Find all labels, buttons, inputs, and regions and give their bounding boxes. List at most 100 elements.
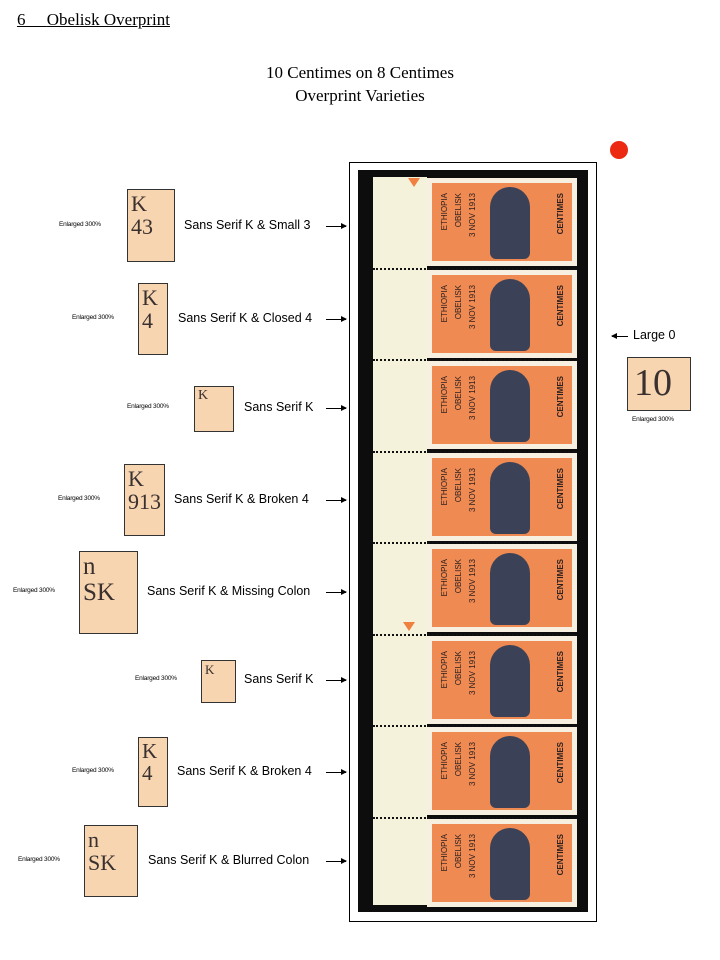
stamp-overprint-date: 3 NOV 1913 xyxy=(468,376,477,421)
variety-enlarged-note: Enlarged 300% xyxy=(72,767,114,774)
stamp-overprint-date: 3 NOV 1913 xyxy=(468,284,477,329)
stamp-value: CENTIMES xyxy=(556,376,565,418)
variety-arrow xyxy=(326,405,347,411)
stamp-portrait xyxy=(490,553,530,625)
perforation-row xyxy=(373,267,577,270)
stamp-overprint-text: OBELISK xyxy=(454,650,463,685)
variety-thumbnail: K 43 xyxy=(127,189,175,262)
perforation-row xyxy=(373,816,577,819)
stamp-value: CENTIMES xyxy=(556,559,565,601)
variety-thumb-text: n SK xyxy=(83,553,115,607)
stamp-design: OBELISK 3 NOV 1913 ETHIOPIA CENTIMES xyxy=(432,366,572,444)
large-0-arrow xyxy=(611,333,628,339)
stamp-country: ETHIOPIA xyxy=(440,284,449,322)
stamp-overprint-text: OBELISK xyxy=(454,559,463,594)
variety-arrow xyxy=(326,769,347,775)
stamp-value: CENTIMES xyxy=(556,284,565,326)
variety-arrow xyxy=(326,223,347,229)
variety-thumbnail: K 913 xyxy=(124,464,165,536)
variety-label: Sans Serif K xyxy=(244,672,314,686)
variety-arrow xyxy=(326,589,347,595)
variety-arrow xyxy=(326,858,347,864)
perforation-row xyxy=(373,542,577,544)
perforation-row xyxy=(373,450,577,453)
variety-enlarged-note: Enlarged 300% xyxy=(58,495,100,502)
variety-thumbnail: K 4 xyxy=(138,737,168,807)
stamp: OBELISK 3 NOV 1913 ETHIOPIA CENTIMES xyxy=(427,361,577,449)
stamp-overprint-text: OBELISK xyxy=(454,742,463,777)
stamp-design: OBELISK 3 NOV 1913 ETHIOPIA CENTIMES xyxy=(432,457,572,536)
stamp-portrait xyxy=(490,827,530,900)
variety-thumb-text: K 913 xyxy=(128,466,161,515)
title-line-2: Overprint Varieties xyxy=(295,86,425,105)
stamp-portrait xyxy=(490,370,530,442)
variety-label: Sans Serif K & Blurred Colon xyxy=(148,853,310,867)
variety-label: Sans Serif K & Broken 4 xyxy=(177,764,312,778)
stamp: OBELISK 3 NOV 1913 ETHIOPIA CENTIMES xyxy=(427,269,577,358)
variety-thumb-text: n SK xyxy=(88,827,117,876)
stamp-overprint-text: OBELISK xyxy=(454,376,463,411)
stamp-portrait xyxy=(490,461,530,534)
variety-arrow xyxy=(326,316,347,322)
variety-thumbnail: n SK xyxy=(84,825,138,897)
variety-label: Sans Serif K & Broken 4 xyxy=(174,492,309,506)
stamp-country: ETHIOPIA xyxy=(440,559,449,597)
stamp-overprint-date: 3 NOV 1913 xyxy=(468,467,477,512)
stamp: OBELISK 3 NOV 1913 ETHIOPIA CENTIMES xyxy=(427,452,577,541)
variety-thumb-text: K xyxy=(198,388,209,403)
page-heading: Obelisk Overprint xyxy=(46,10,170,29)
stamp-overprint-date: 3 NOV 1913 xyxy=(468,559,477,604)
variety-enlarged-note: Enlarged 300% xyxy=(18,856,60,863)
perforation-row xyxy=(373,359,577,361)
perforation-row xyxy=(373,725,577,727)
stamp-value: CENTIMES xyxy=(556,650,565,692)
stamp-portrait xyxy=(490,278,530,351)
stamp-country: ETHIOPIA xyxy=(440,833,449,871)
variety-thumbnail: n SK xyxy=(79,551,138,634)
stamp-overprint-text: OBELISK xyxy=(454,833,463,868)
stamp-portrait xyxy=(490,187,530,259)
stamp: OBELISK 3 NOV 1913 ETHIOPIA CENTIMES xyxy=(427,544,577,632)
stamp-overprint-date: 3 NOV 1913 xyxy=(468,833,477,878)
large-0-thumb-text: 10 xyxy=(634,362,672,404)
variety-enlarged-note: Enlarged 300% xyxy=(127,403,169,410)
red-marker-dot xyxy=(610,141,628,159)
stamp-country: ETHIOPIA xyxy=(440,467,449,505)
variety-thumb-text: K 43 xyxy=(131,191,153,240)
stamp-overprint-date: 3 NOV 1913 xyxy=(468,742,477,787)
variety-label: Sans Serif K & Small 3 xyxy=(184,218,311,232)
stamp-country: ETHIOPIA xyxy=(440,376,449,414)
variety-enlarged-note: Enlarged 300% xyxy=(72,314,114,321)
variety-label: Sans Serif K & Missing Colon xyxy=(147,584,311,598)
variety-arrow xyxy=(326,677,347,683)
page-number: 6 xyxy=(17,10,26,29)
sheet-selvage xyxy=(373,177,427,905)
stamp-country: ETHIOPIA xyxy=(440,193,449,231)
selvage-marker-top xyxy=(408,178,420,187)
variety-thumb-text: K xyxy=(205,662,215,677)
stamp-overprint-date: 3 NOV 1913 xyxy=(468,193,477,238)
variety-enlarged-note: Enlarged 300% xyxy=(59,221,101,228)
variety-arrow xyxy=(326,497,347,503)
stamp-design: OBELISK 3 NOV 1913 ETHIOPIA CENTIMES xyxy=(432,274,572,353)
variety-thumb-text: K 4 xyxy=(142,739,158,786)
variety-enlarged-note: Enlarged 300% xyxy=(135,675,177,682)
stamp-value: CENTIMES xyxy=(556,742,565,784)
large-0-thumbnail: 10 xyxy=(627,357,691,411)
large-0-label: Large 0 xyxy=(633,328,676,342)
stamp-value: CENTIMES xyxy=(556,467,565,509)
large-0-enlarged-note: Enlarged 300% xyxy=(632,416,674,423)
stamp-overprint-text: OBELISK xyxy=(454,467,463,502)
stamp-value: CENTIMES xyxy=(556,193,565,235)
variety-thumbnail: K xyxy=(201,660,236,703)
page-header: 6 Obelisk Overprint xyxy=(17,10,170,30)
stamp-overprint-text: OBELISK xyxy=(454,284,463,319)
